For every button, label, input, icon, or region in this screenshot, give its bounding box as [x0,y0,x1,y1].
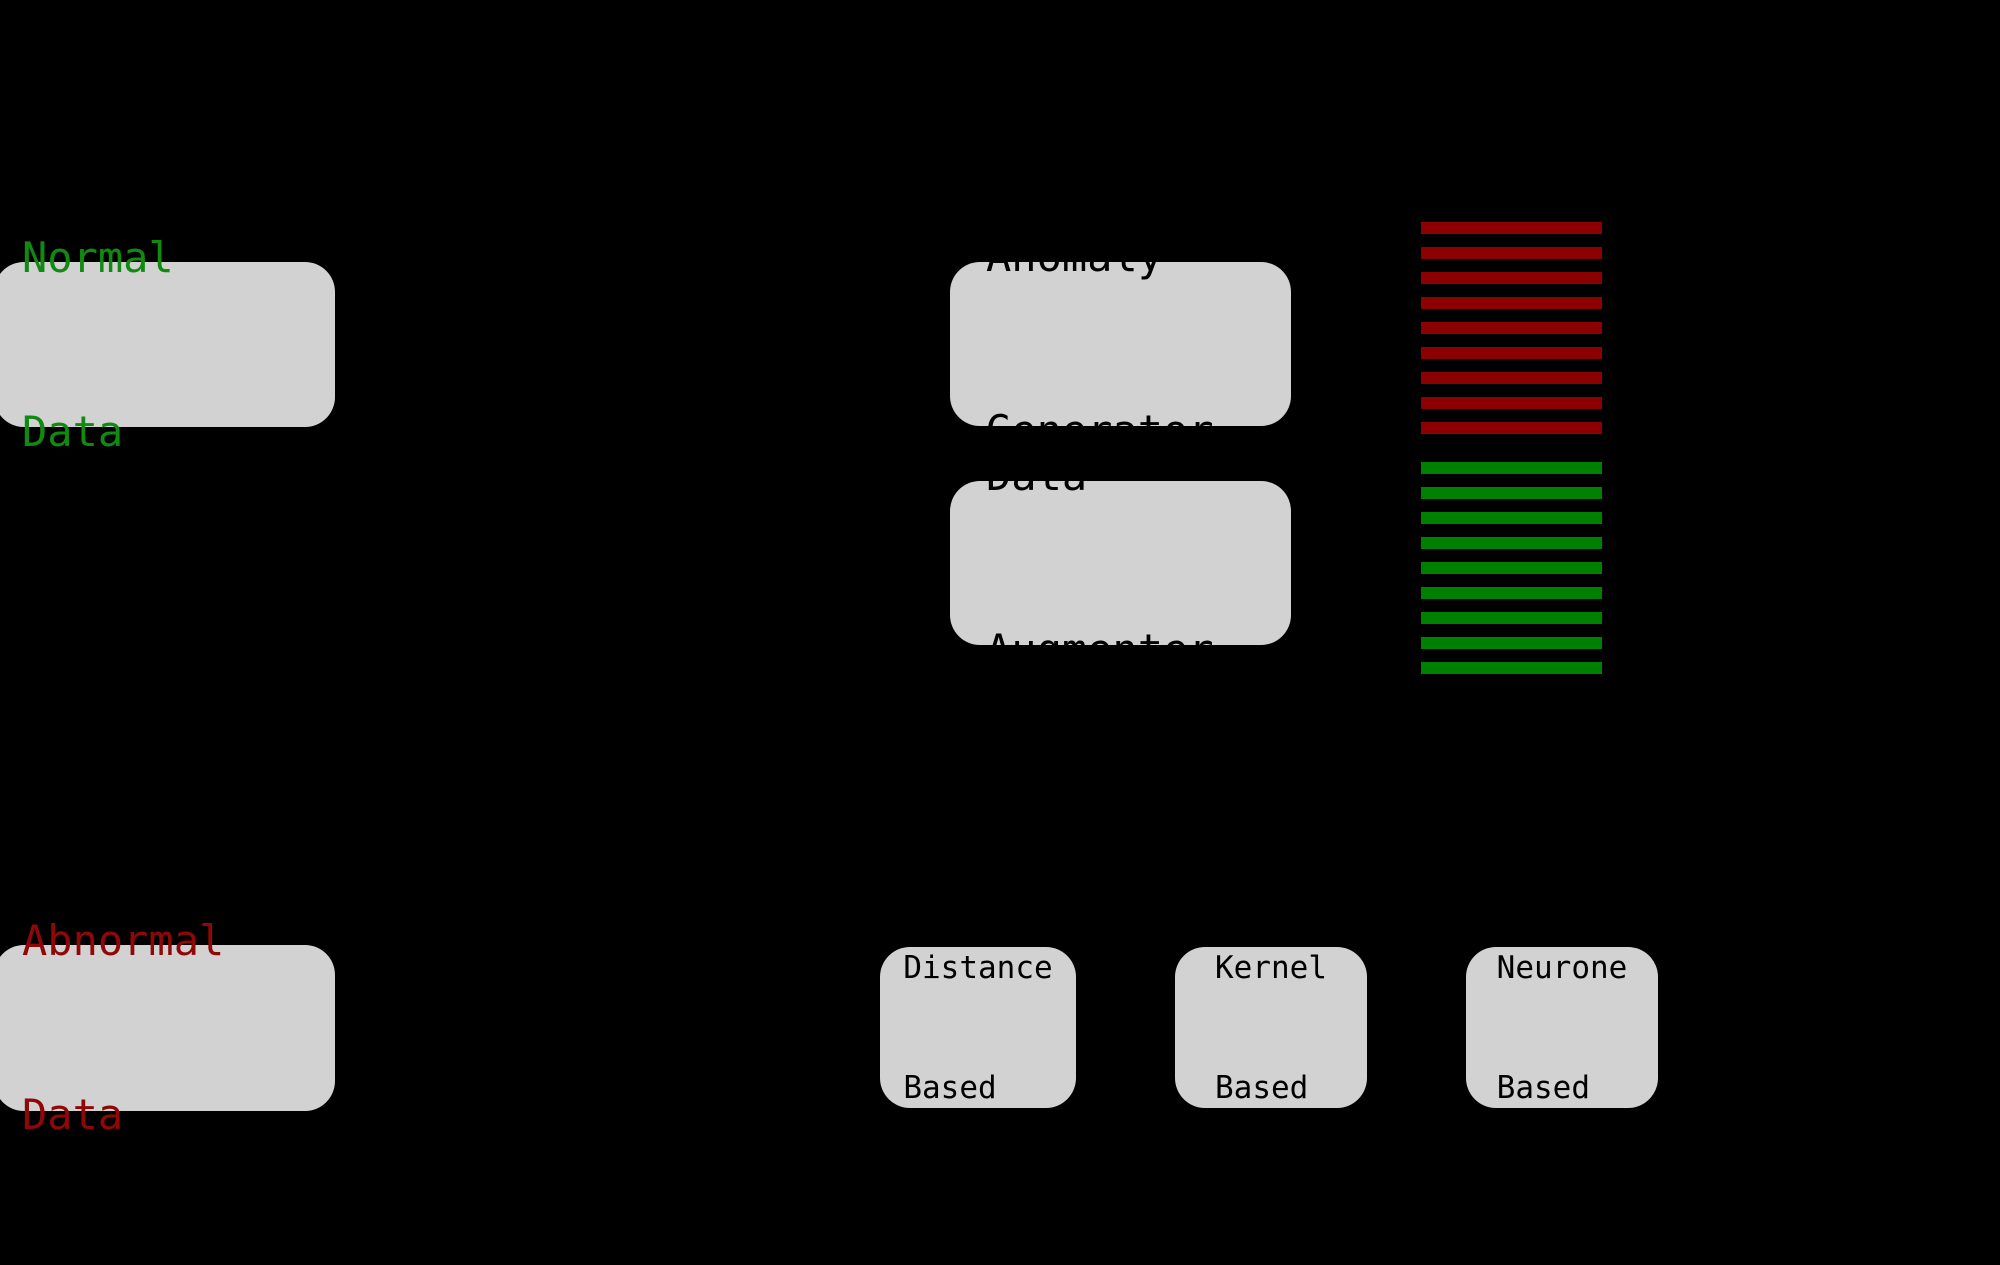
sample-stripe [1421,487,1602,499]
normal-data-box: Normal Data [0,233,335,456]
data-augmenter-box: Data Augmenter [950,451,1291,674]
kernel-based-box: Kernel Based [1175,947,1367,1108]
sample-stripe [1421,512,1602,524]
sample-stripe-stacks [1421,222,1602,702]
sample-stripe [1421,322,1602,334]
sample-stripe [1421,247,1602,259]
anomaly-generator-label: Anomaly Generator [986,232,1214,455]
sample-stripe [1421,297,1602,309]
abnormal-data-box: Abnormal Data [0,916,335,1139]
sample-stripe [1421,372,1602,384]
sample-stripe [1421,587,1602,599]
sample-stripe [1421,397,1602,409]
sample-stripe [1421,612,1602,624]
normal-sample-stack [1421,462,1602,674]
sample-stripe [1421,422,1602,434]
data-augmenter-label: Data Augmenter [986,451,1214,674]
sample-stripe [1421,537,1602,549]
sample-stripe [1421,562,1602,574]
abnormal-sample-stack [1421,222,1602,434]
kernel-based-label: Kernel Based [1215,949,1327,1106]
neurone-based-label: Neurone Based [1496,949,1628,1106]
sample-stripe [1421,272,1602,284]
anomaly-generator-box: Anomaly Generator [950,232,1291,455]
sample-stripe [1421,662,1602,674]
distance-based-label: Distance Based [903,949,1053,1106]
neurone-based-box: Neurone Based [1466,947,1658,1108]
abnormal-data-label: Abnormal Data [22,916,225,1139]
sample-stripe [1421,462,1602,474]
sample-stripe [1421,347,1602,359]
normal-data-label: Normal Data [22,232,174,456]
distance-based-box: Distance Based [880,947,1076,1108]
sample-stripe [1421,637,1602,649]
sample-stripe [1421,222,1602,234]
